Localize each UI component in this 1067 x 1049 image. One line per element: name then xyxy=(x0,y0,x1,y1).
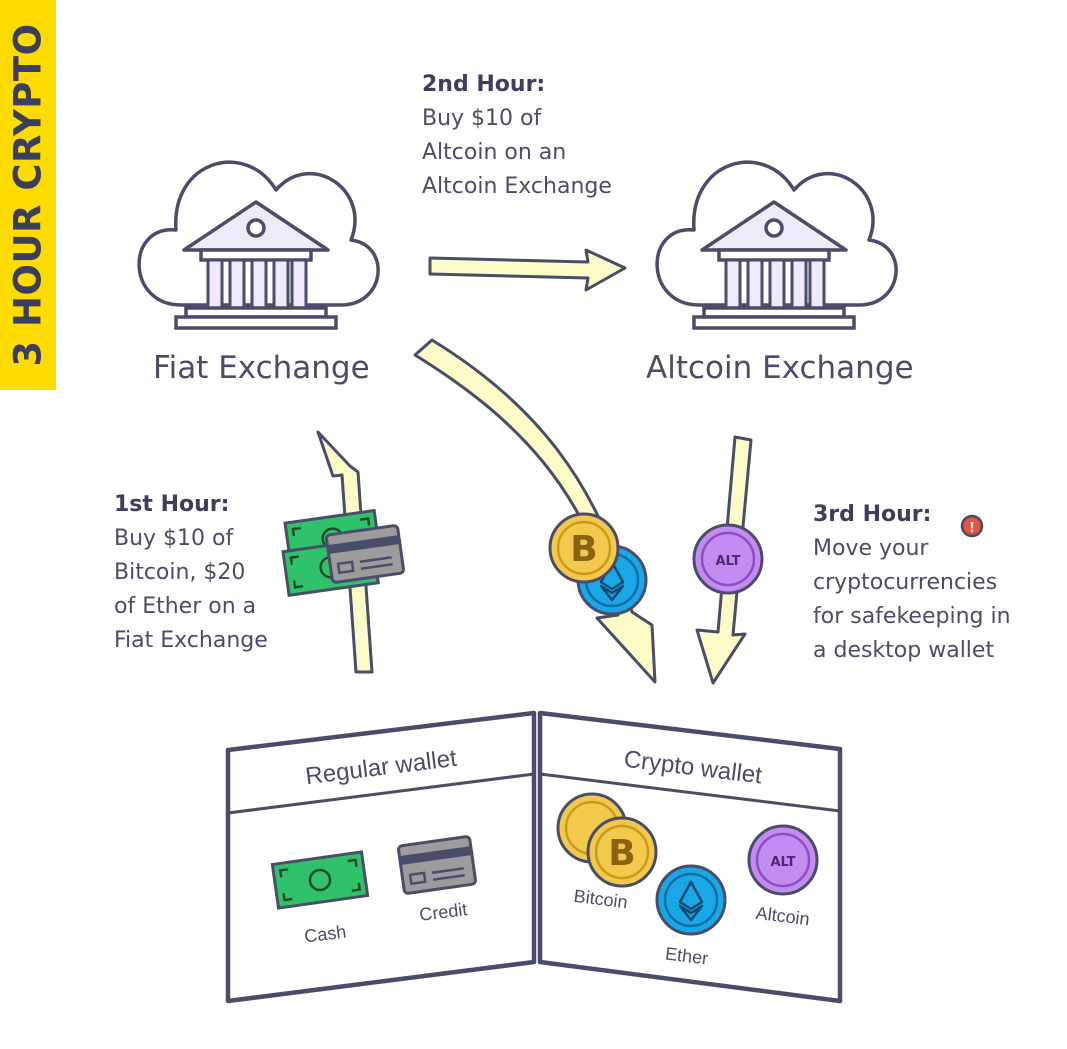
fiat-exchange-label: Fiat Exchange xyxy=(153,350,370,386)
side-title-banner: 3 HOUR CRYPTO xyxy=(0,0,56,390)
crypto-wallet-panel xyxy=(537,710,843,1004)
bitcoin-coin-icon: B xyxy=(548,512,620,584)
step-1st-hour-line: Fiat Exchange xyxy=(114,628,268,653)
step-1st-hour-line: of Ether on a xyxy=(114,594,257,619)
arrow-fiat-to-altcoin xyxy=(428,248,627,292)
svg-text:!: ! xyxy=(969,521,975,536)
step-2nd-hour-line: Buy $10 of xyxy=(422,106,542,131)
step-1st-hour-title: 1st Hour: xyxy=(114,492,230,517)
arrow-to-fiat-exchange xyxy=(316,430,374,674)
svg-text:B: B xyxy=(570,529,597,570)
altcoin-exchange-label: Altcoin Exchange xyxy=(646,350,914,386)
step-3rd-hour-line: a desktop wallet xyxy=(813,638,995,663)
wallet: Regular wallet Crypto wallet Cash Credit… xyxy=(225,710,843,1004)
svg-text:B: B xyxy=(608,833,635,874)
step-2nd-hour-line: Altcoin on an xyxy=(422,140,567,165)
step-3rd-hour-line: cryptocurrencies xyxy=(813,570,998,595)
credit-card-icon xyxy=(396,834,478,896)
altcoin-exchange-bank-icon xyxy=(655,160,898,330)
ether-wallet-coin-icon xyxy=(655,864,727,936)
money-card-icon xyxy=(324,523,406,585)
altcoin-wallet-coin-icon: ALT xyxy=(747,824,819,896)
altcoin-coin-icon: ALT xyxy=(692,523,764,595)
step-2nd-hour-line: Altcoin Exchange xyxy=(422,174,612,199)
bitcoin-wallet-coin-icon: B xyxy=(586,816,658,888)
step-1st-hour-line: Bitcoin, $20 xyxy=(114,560,246,585)
arrow-altcoin-to-crypto-wallet xyxy=(695,435,753,685)
step-3rd-hour-title: 3rd Hour: xyxy=(813,502,932,527)
step-1st-hour: 1st Hour: Buy $10 of Bitcoin, $20 of Eth… xyxy=(114,488,268,658)
svg-text:ALT: ALT xyxy=(715,554,740,569)
step-2nd-hour: 2nd Hour: Buy $10 of Altcoin on an Altco… xyxy=(422,68,612,204)
step-3rd-hour: 3rd Hour: Move your cryptocurrencies for… xyxy=(813,498,1011,668)
fiat-exchange-bank-icon xyxy=(137,160,380,330)
step-3rd-hour-line: Move your xyxy=(813,536,929,561)
arrow-fiat-to-crypto-wallet xyxy=(413,338,657,684)
alert-icon: ! xyxy=(960,514,984,538)
step-3rd-hour-line: for safekeeping in xyxy=(813,604,1011,629)
step-1st-hour-line: Buy $10 of xyxy=(114,526,234,551)
step-2nd-hour-title: 2nd Hour: xyxy=(422,72,546,97)
svg-text:ALT: ALT xyxy=(770,855,795,870)
